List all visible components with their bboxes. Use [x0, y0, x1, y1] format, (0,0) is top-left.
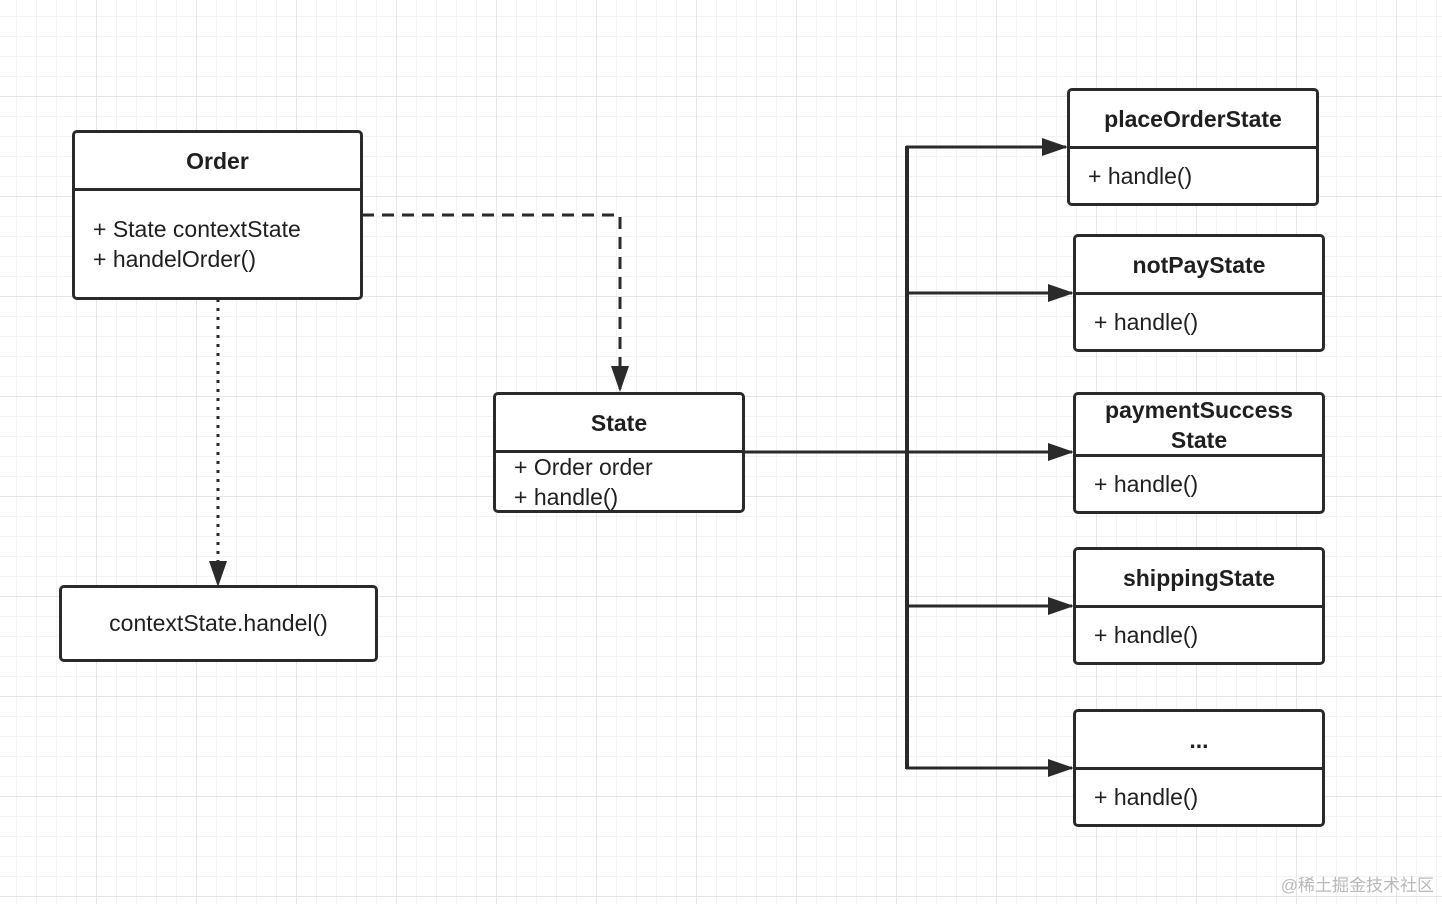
context-state-handel-box[interactable]: contextState.handel() [59, 585, 378, 662]
shipping-state-handle-method: + handle() [1094, 622, 1199, 648]
place-order-state-box[interactable]: placeOrderState + handle() [1067, 88, 1319, 206]
place-order-state-name: placeOrderState [1070, 91, 1316, 149]
order-class-box[interactable]: Order + State contextState + handelOrder… [72, 130, 363, 300]
not-pay-state-box[interactable]: notPayState + handle() [1073, 234, 1325, 352]
payment-success-state-name-line1: paymentSuccess [1105, 396, 1293, 423]
more-states-box[interactable]: ... + handle() [1073, 709, 1325, 827]
more-states-handle-method: + handle() [1094, 784, 1199, 810]
context-state-handel-text: contextState.handel() [109, 610, 328, 636]
state-handle-method: + handle() [514, 483, 619, 510]
not-pay-state-name: notPayState [1076, 237, 1322, 295]
not-pay-state-handle-method: + handle() [1094, 309, 1199, 335]
order-class-name: Order [75, 133, 360, 191]
shipping-state-box[interactable]: shippingState + handle() [1073, 547, 1325, 665]
payment-success-state-box[interactable]: paymentSuccess State + handle() [1073, 392, 1325, 514]
more-states-name: ... [1076, 712, 1322, 770]
place-order-state-handle-method: + handle() [1088, 163, 1193, 189]
order-to-state-dashed-arrow [362, 213, 629, 392]
state-class-box[interactable]: State + Order order + handle() [493, 392, 745, 513]
shipping-state-name: shippingState [1076, 550, 1322, 608]
state-class-name: State [496, 395, 742, 453]
watermark-text: @稀土掘金技术社区 [1280, 876, 1434, 895]
payment-success-state-name-line2: State [1170, 426, 1228, 453]
order-handel-order-method: + handelOrder() [93, 246, 256, 272]
payment-success-state-handle-method: + handle() [1094, 471, 1199, 497]
order-context-state-field: + State contextState [93, 216, 301, 242]
state-order-field: + Order order [514, 453, 653, 480]
